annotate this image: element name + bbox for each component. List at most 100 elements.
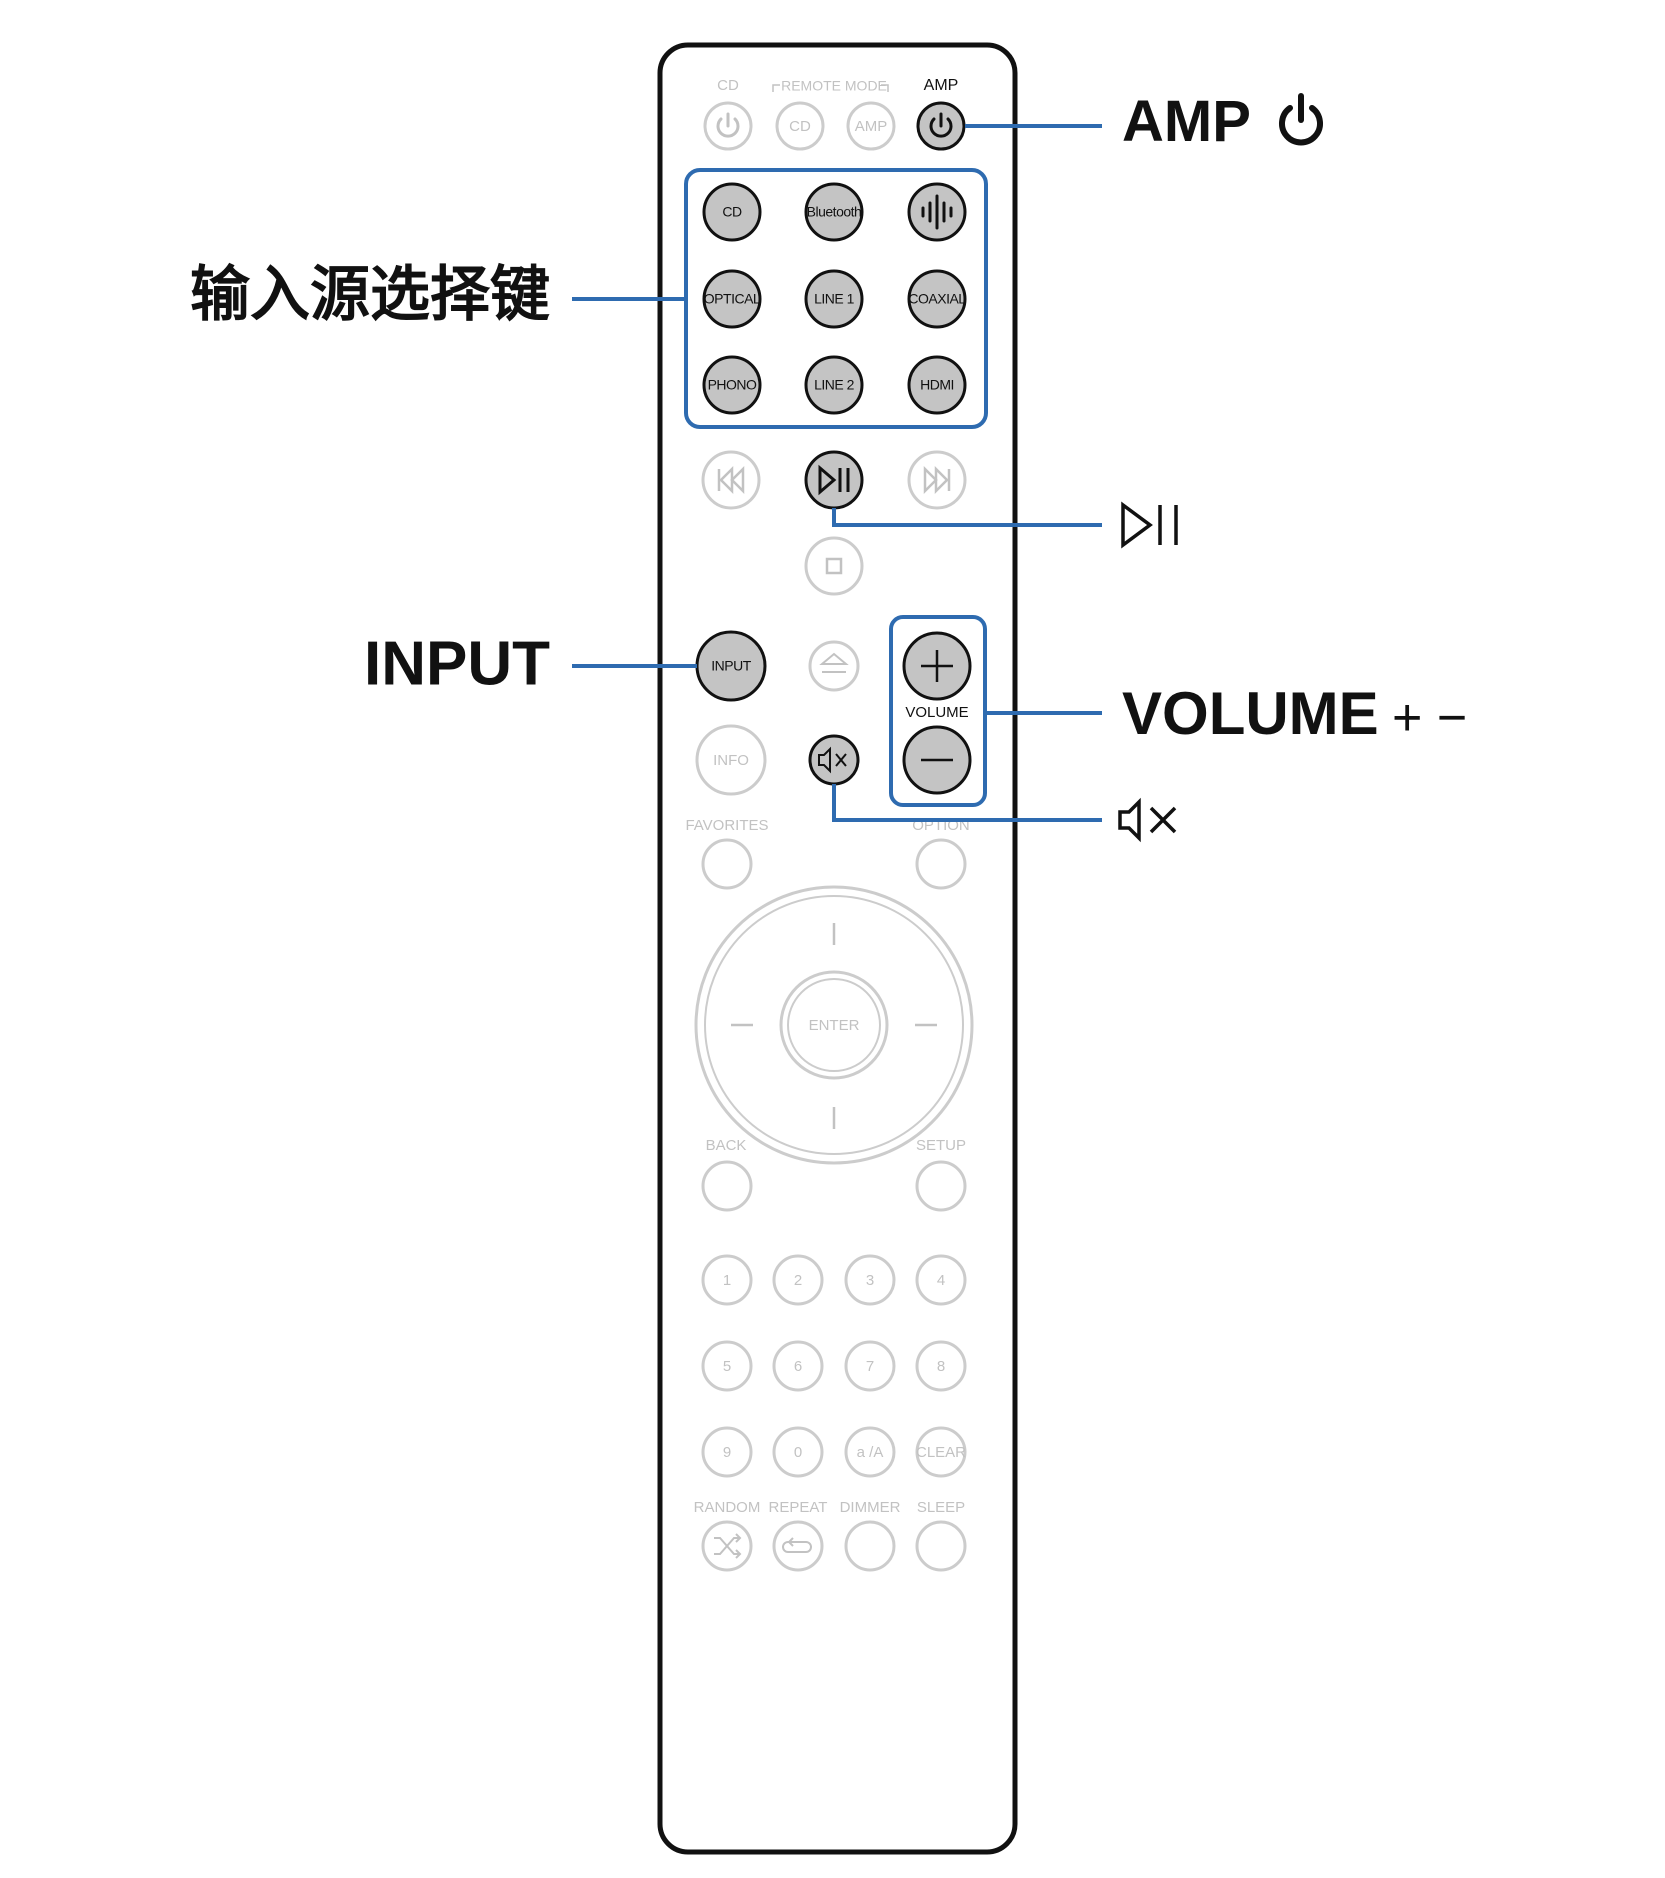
next-button[interactable]	[907, 450, 967, 510]
skip-back-icon	[717, 465, 745, 495]
cd-power-button[interactable]	[703, 101, 753, 151]
setup-label: SETUP	[916, 1137, 966, 1154]
amp-callout-text: AMP	[1122, 89, 1251, 154]
random-button[interactable]	[701, 1520, 753, 1572]
digit-button-0[interactable]: 0	[772, 1426, 824, 1478]
eject-icon	[819, 652, 849, 673]
svg-text:INFO: INFO	[713, 752, 749, 769]
info-button[interactable]: INFO	[695, 724, 767, 796]
svg-text:7: 7	[866, 1358, 874, 1375]
previous-button[interactable]	[701, 450, 761, 510]
digit-button-3[interactable]: 3	[844, 1254, 896, 1306]
source-button-heos[interactable]	[907, 182, 967, 242]
clear-button[interactable]: CLEAR	[915, 1426, 967, 1478]
sleep-label: SLEEP	[917, 1499, 965, 1516]
svg-text:OPTICAL: OPTICAL	[704, 291, 761, 307]
option-button[interactable]	[915, 838, 967, 890]
source-button-coaxial[interactable]: COAXIAL	[907, 269, 967, 329]
favorites-label: FAVORITES	[685, 817, 768, 834]
source-button-cd[interactable]: CD	[702, 182, 762, 242]
volume-label: VOLUME	[905, 704, 968, 721]
number-pad: 1 2 3 4 5 6 7 8 9 0 a /A CLEAR	[701, 1254, 967, 1478]
cursor-ring-inner	[704, 895, 964, 1155]
remote-mode-cd-button[interactable]: CD	[775, 101, 825, 151]
dimmer-button[interactable]	[844, 1520, 896, 1572]
svg-text:COAXIAL: COAXIAL	[908, 291, 966, 307]
svg-text:4: 4	[937, 1272, 945, 1289]
cursor-ring-outer	[694, 885, 974, 1165]
amp-power-label: AMP	[924, 77, 959, 94]
heos-icon	[921, 194, 953, 230]
back-button[interactable]	[701, 1160, 753, 1212]
source-button-optical[interactable]: OPTICAL	[702, 269, 762, 329]
play-pause-icon	[1121, 501, 1178, 549]
cd-power-label: CD	[717, 77, 739, 94]
stop-button[interactable]	[804, 536, 864, 596]
play-pause-button[interactable]	[804, 450, 864, 510]
stop-icon	[825, 557, 843, 575]
svg-text:CD: CD	[722, 204, 742, 220]
volume-down-button[interactable]	[902, 725, 972, 795]
source-button-line2[interactable]: LINE 2	[804, 355, 864, 415]
digit-button-1[interactable]: 1	[701, 1254, 753, 1306]
input-button[interactable]: INPUT	[695, 630, 767, 702]
svg-text:INPUT: INPUT	[711, 658, 751, 674]
case-toggle-button[interactable]: a /A	[844, 1426, 896, 1478]
play-pause-icon	[818, 464, 850, 496]
svg-text:AMP: AMP	[855, 118, 888, 135]
amp-power-button[interactable]	[916, 101, 966, 151]
digit-button-9[interactable]: 9	[701, 1426, 753, 1478]
eject-button[interactable]	[808, 640, 860, 692]
mute-icon	[1118, 797, 1177, 843]
plus-icon	[921, 650, 953, 682]
svg-text:5: 5	[723, 1358, 731, 1375]
repeat-icon	[782, 1537, 812, 1553]
svg-text:LINE 1: LINE 1	[814, 291, 855, 307]
power-icon	[716, 112, 740, 138]
source-button-hdmi[interactable]: HDMI	[907, 355, 967, 415]
volume-callout-text: VOLUME	[1122, 680, 1379, 747]
skip-forward-icon	[923, 465, 951, 495]
digit-button-8[interactable]: 8	[915, 1340, 967, 1392]
svg-text:CD: CD	[789, 118, 811, 135]
svg-text:LINE 2: LINE 2	[814, 377, 855, 393]
digit-button-5[interactable]: 5	[701, 1340, 753, 1392]
svg-text:8: 8	[937, 1358, 945, 1375]
dimmer-label: DIMMER	[840, 1499, 901, 1516]
svg-text:HDMI: HDMI	[920, 377, 954, 393]
svg-text:ENTER: ENTER	[809, 1017, 860, 1034]
shuffle-icon	[714, 1533, 742, 1559]
repeat-label: REPEAT	[769, 1499, 828, 1516]
svg-text:a /A: a /A	[857, 1444, 884, 1461]
source-button-phono[interactable]: PHONO	[702, 355, 762, 415]
digit-button-2[interactable]: 2	[772, 1254, 824, 1306]
remote-mode-bracket	[772, 84, 889, 92]
svg-text:1: 1	[723, 1272, 731, 1289]
source-button-bluetooth[interactable]: Bluetooth	[804, 182, 864, 242]
svg-text:6: 6	[794, 1358, 802, 1375]
mute-icon	[818, 746, 847, 774]
input-callout-text: INPUT	[364, 629, 550, 698]
digit-button-4[interactable]: 4	[915, 1254, 967, 1306]
source-button-line1[interactable]: LINE 1	[804, 269, 864, 329]
digit-button-7[interactable]: 7	[844, 1340, 896, 1392]
volume-up-button[interactable]	[902, 631, 972, 701]
mute-button[interactable]	[808, 734, 860, 786]
svg-text:0: 0	[794, 1444, 802, 1461]
setup-button[interactable]	[915, 1160, 967, 1212]
source-buttons: CD Bluetooth OPTICAL LINE 1 COAXIAL PHON…	[702, 182, 967, 415]
power-icon	[929, 112, 953, 138]
favorites-button[interactable]	[701, 838, 753, 890]
sleep-button[interactable]	[915, 1520, 967, 1572]
svg-text:CLEAR: CLEAR	[916, 1444, 966, 1461]
enter-button[interactable]: ENTER	[779, 970, 889, 1080]
repeat-button[interactable]	[772, 1520, 824, 1572]
remote-mode-amp-button[interactable]: AMP	[846, 101, 896, 151]
svg-text:3: 3	[866, 1272, 874, 1289]
back-label: BACK	[706, 1137, 747, 1154]
mute-callout-line	[832, 784, 1102, 822]
svg-text:Bluetooth: Bluetooth	[807, 204, 862, 220]
digit-button-6[interactable]: 6	[772, 1340, 824, 1392]
svg-text:2: 2	[794, 1272, 802, 1289]
